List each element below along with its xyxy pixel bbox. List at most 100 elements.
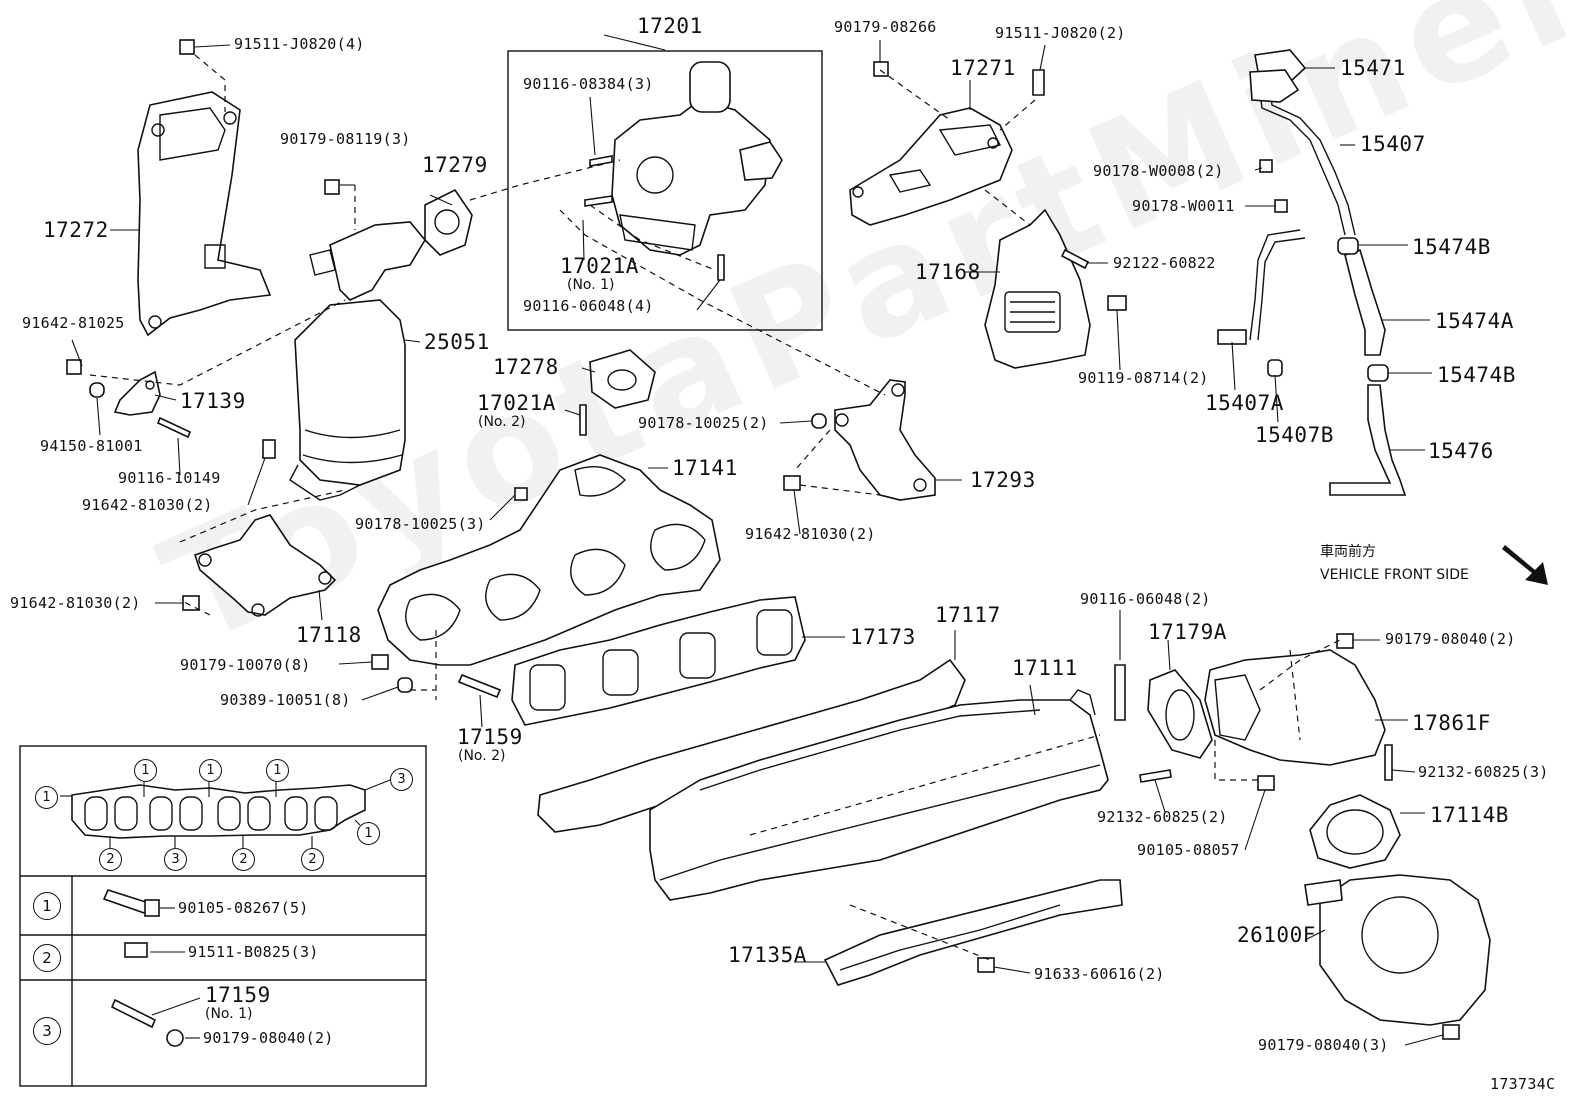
nut-90178-W0008	[1259, 159, 1273, 173]
exhaust-pipe-upper	[329, 221, 426, 301]
label-17021A-no2: 17021A	[477, 391, 556, 415]
bracket-17139	[113, 370, 161, 416]
legend-row-marker-1: 1	[33, 892, 61, 920]
label-91642-81030-c: 91642-81030(2)	[745, 525, 876, 543]
label-17117: 17117	[935, 603, 1001, 627]
label-91642-81030-b: 91642-81030(2)	[10, 594, 141, 612]
label-91633-60616: 91633-60616(2)	[1034, 965, 1165, 983]
legend-nut-90179-08040	[166, 1029, 184, 1047]
label-91511-J0820-2: 91511-J0820(2)	[995, 24, 1126, 42]
label-90178-W0011: 90178-W0011	[1132, 197, 1235, 215]
nut-90179-10070	[371, 654, 389, 670]
gasket-17173	[511, 596, 806, 726]
pipe-15476	[1329, 384, 1407, 496]
pipe-17861F	[1204, 649, 1386, 766]
stud-17021A-no2	[579, 404, 587, 436]
nut-90179-08040-3	[1442, 1024, 1460, 1040]
stud-92132-60825-3	[1384, 744, 1393, 781]
label-17168: 17168	[915, 260, 981, 284]
gasket-15407B	[1267, 359, 1283, 377]
bolt-91511-J0820-2	[1032, 69, 1045, 96]
heat-insulator-17271	[849, 107, 1013, 226]
nut-90179-08266	[873, 61, 889, 77]
label-90179-08040-2: 90179-08040(2)	[1385, 630, 1516, 648]
catalytic-converter-25051	[294, 299, 406, 486]
legend-marker-2: 2	[301, 848, 324, 871]
label-15407B: 15407B	[1255, 423, 1334, 447]
label-15471: 15471	[1340, 56, 1406, 80]
label-17201: 17201	[637, 14, 703, 38]
bracket-17118	[193, 514, 337, 616]
label-15407A: 15407A	[1205, 391, 1284, 415]
legend-row-marker-3: 3	[33, 1017, 61, 1045]
legend-marker-3: 3	[390, 768, 413, 791]
label-90116-06048-2: 90116-06048(2)	[1080, 590, 1211, 608]
label-17021A-no1-note: (No. 1)	[567, 277, 615, 293]
stud-92132-60825-2	[1139, 769, 1172, 783]
turbo-group-frame	[507, 50, 823, 331]
label-94150-81001: 94150-81001	[40, 437, 143, 455]
legend-bolt-91511-B0825	[124, 942, 148, 958]
label-92122-60822: 92122-60822	[1113, 254, 1216, 272]
diagram-id: 173734C	[1490, 1075, 1556, 1093]
bracket-17135A	[823, 879, 1123, 986]
hose-15474A	[1344, 248, 1386, 356]
front-arrow-icon	[1502, 545, 1548, 585]
gasket-17114B	[1309, 794, 1401, 869]
label-90116-08384: 90116-08384(3)	[523, 75, 654, 93]
label-90389-10051: 90389-10051(8)	[220, 691, 351, 709]
nut-94150-81001	[89, 382, 105, 398]
gasket-17117	[537, 658, 966, 833]
legend-bolt-head	[144, 899, 160, 917]
label-25051: 25051	[424, 330, 490, 354]
nut-90178-10025-2	[811, 413, 827, 429]
legend-label-90179-08040: 90179-08040(2)	[203, 1029, 334, 1047]
label-90116-06048-4: 90116-06048(4)	[523, 297, 654, 315]
label-17293: 17293	[970, 468, 1036, 492]
label-17272: 17272	[43, 218, 109, 242]
gasket-17279	[424, 188, 473, 256]
gasket-17278	[589, 349, 656, 409]
gasket-17179A	[1147, 669, 1213, 759]
label-90119-08714: 90119-08714(2)	[1078, 369, 1209, 387]
nut-90179-08040-2	[1336, 633, 1354, 649]
stud-17159-no2	[457, 673, 502, 699]
clamp-15474B-1	[1337, 237, 1359, 255]
legend-frame	[19, 745, 427, 1087]
intake-manifold-17111	[649, 699, 1109, 901]
stud-90116-10149	[156, 416, 192, 439]
label-17021A-no1: 17021A	[560, 254, 639, 278]
legend-marker-1: 1	[35, 786, 58, 809]
legend-marker-1: 1	[357, 822, 380, 845]
label-91642-81025: 91642-81025	[22, 314, 125, 332]
bolt-90119-08714	[1107, 295, 1127, 311]
label-90179-08266: 90179-08266	[834, 18, 937, 36]
label-90116-10149: 90116-10149	[118, 469, 221, 487]
label-17139: 17139	[180, 389, 246, 413]
label-17159-no2-note: (No. 2)	[458, 748, 506, 764]
stud-92122-60822	[1060, 248, 1090, 270]
legend-marker-1: 1	[266, 759, 289, 782]
label-front-en: VEHICLE FRONT SIDE	[1320, 567, 1469, 583]
insulator-17168	[984, 208, 1091, 369]
label-92132-60825-2: 92132-60825(2)	[1097, 808, 1228, 826]
washer-90389-10051	[397, 677, 413, 693]
legend-row-marker-2: 2	[33, 944, 61, 972]
legend-marker-1: 1	[134, 759, 157, 782]
label-17135A: 17135A	[728, 943, 807, 967]
label-15407: 15407	[1360, 132, 1426, 156]
bracket-17293	[834, 379, 936, 501]
label-17271: 17271	[950, 56, 1016, 80]
label-17173: 17173	[850, 625, 916, 649]
label-17111: 17111	[1012, 656, 1078, 680]
clamp-15474B-2	[1367, 364, 1389, 382]
legend-marker-2: 2	[232, 848, 255, 871]
label-91642-81030-a: 91642-81030(2)	[82, 496, 213, 514]
label-90179-08040-3: 90179-08040(3)	[1258, 1036, 1389, 1054]
label-15476: 15476	[1428, 439, 1494, 463]
label-front-jp: 車両前方	[1320, 544, 1376, 560]
label-91511-J0820-4: 91511-J0820(4)	[234, 35, 365, 53]
bolt-91633-60616	[977, 957, 995, 973]
label-15474B-2: 15474B	[1437, 363, 1516, 387]
